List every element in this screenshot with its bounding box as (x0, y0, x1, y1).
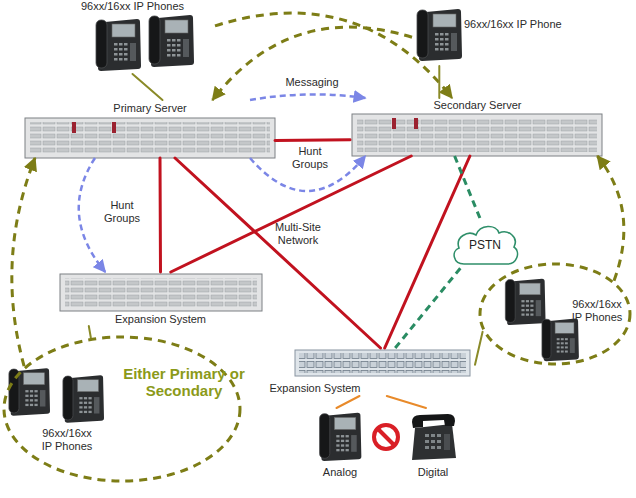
phone-group: 96xx/16xx IP Phone (412, 2, 607, 66)
phone-unit: Analog (305, 408, 375, 482)
network-link (337, 396, 360, 408)
ip-phone (505, 279, 545, 325)
digital-phone (412, 414, 456, 460)
network-link (215, 13, 452, 98)
network-link (213, 27, 413, 100)
link-label: Hunt Groups (100, 199, 145, 225)
expansion-bays (65, 278, 257, 307)
network-link (89, 326, 91, 338)
dashed-ellipse (480, 264, 630, 364)
analog-phone (320, 413, 362, 461)
prohibition-ring (374, 425, 398, 449)
link-label: Messaging (277, 76, 347, 89)
network-link (159, 158, 163, 272)
link-label: Hunt Groups (288, 145, 333, 171)
node-label: Primary Server (25, 102, 275, 115)
network-link (597, 156, 623, 281)
node-label: Expansion System (58, 313, 263, 326)
network-link (79, 158, 105, 272)
ip-phone (9, 368, 50, 415)
network-link (395, 268, 460, 348)
phone-cluster: 96xx/16xx IP PhonesEither Primary or Sec… (2, 335, 242, 483)
network-link (12, 158, 35, 366)
network-link (455, 156, 482, 222)
dashed-ellipse (4, 337, 240, 481)
node-label: 96xx/16xx IP Phone (464, 18, 604, 31)
node-label: Analog (305, 466, 375, 479)
node-label: 96xx/16xx IP Phones (568, 298, 626, 324)
node-label: Secondary Server (350, 99, 605, 112)
prohibition-bar (378, 429, 395, 446)
server-unit: Secondary Server (350, 98, 605, 156)
phone-unit: Digital (398, 408, 468, 482)
link-label: Multi-Site Network (265, 221, 331, 247)
network-link (275, 138, 350, 142)
node-label: Digital (398, 466, 468, 479)
ip-phone (542, 318, 579, 361)
server-bays (357, 118, 597, 152)
expansion-unit: Expansion System (265, 348, 475, 396)
node-label: Expansion System (265, 382, 365, 395)
ip-phone (149, 15, 194, 67)
server-chassis (352, 114, 602, 156)
expansion-ports (299, 353, 466, 373)
network-link (475, 332, 483, 365)
server-bays (30, 122, 270, 154)
phone-group: 96xx/16xx IP Phones (50, 0, 215, 74)
phone-cluster: 96xx/16xx IP Phones (478, 262, 632, 366)
ip-phone (417, 9, 462, 61)
ellipse-outline (2, 335, 242, 483)
node-note: Either Primary or Secondary (120, 365, 248, 399)
pstn-cloud: PSTN (450, 222, 520, 268)
status-light (414, 118, 418, 129)
network-link (171, 156, 411, 272)
network-link (387, 396, 426, 408)
node-label: 96xx/16xx IP Phones (38, 427, 96, 453)
expansion-chassis (60, 274, 262, 311)
status-light (112, 122, 116, 133)
ip-phone (63, 375, 104, 422)
status-light (72, 122, 76, 133)
network-link (438, 66, 440, 98)
node-label: 96xx/16xx IP Phones (50, 0, 215, 13)
server-unit: Primary Server (25, 100, 275, 158)
expansion-unit: Expansion System (58, 272, 263, 326)
ip-phone (96, 19, 141, 71)
network-link (250, 94, 365, 100)
network-link (133, 74, 163, 100)
server-chassis (25, 118, 275, 158)
expansion-chassis (295, 350, 470, 376)
status-light (392, 118, 396, 129)
node-label: PSTN (450, 238, 520, 252)
